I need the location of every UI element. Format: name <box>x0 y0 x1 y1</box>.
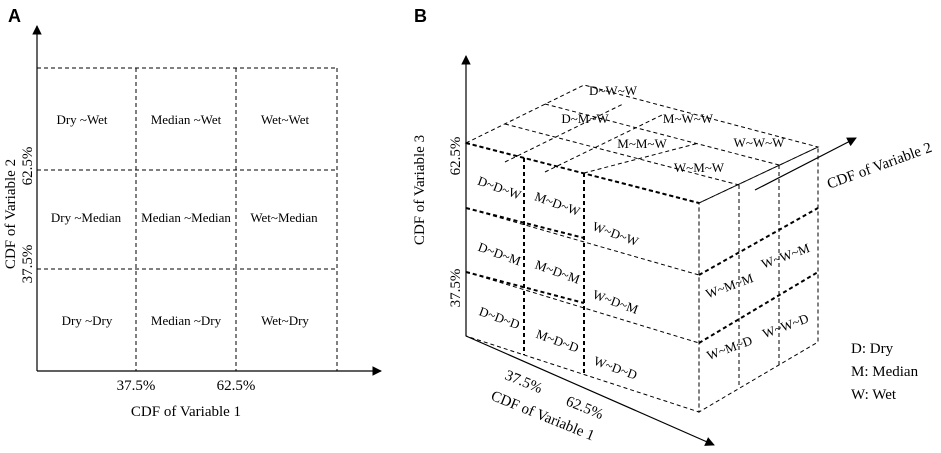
cell-wet-median: Wet~Median <box>250 210 318 225</box>
x-tick-37: 37.5% <box>117 378 156 394</box>
cell-median-dry: Median ~Dry <box>151 313 222 328</box>
axis2-title: CDF of Variable 2 <box>825 140 934 193</box>
top-label-m-m-w: M~M~W <box>617 136 667 151</box>
x-tick-62: 62.5% <box>217 378 256 394</box>
front-label-w-d-m: W~D~M <box>591 287 641 317</box>
cell-dry-median: Dry ~Median <box>51 210 122 225</box>
cell-dry-dry: Dry ~Dry <box>62 313 113 328</box>
side-label-w-m-d: W~M~D <box>705 333 755 363</box>
top-label-w-w-w: W~W~W <box>734 135 786 150</box>
side-label-w-w-d: W~W~D <box>760 311 810 342</box>
front-label-d-d-d: D~D~D <box>477 304 522 333</box>
y-tick-62: 62.5% <box>20 147 36 186</box>
y-axis-title: CDF of Variable 2 <box>3 159 19 269</box>
front-label-w-d-w: W~D~W <box>590 219 641 250</box>
cell-median-wet: Median ~Wet <box>151 112 222 127</box>
axis1-tick-37: 37.5% <box>503 368 545 397</box>
top-label-w-m-w: W~M~W <box>674 160 725 175</box>
side-label-w-m-m: W~M~M <box>704 270 756 301</box>
cell-median-median: Median ~Median <box>141 210 231 225</box>
panel-b-axis-2 <box>754 137 857 191</box>
axis3-tick-37: 37.5% <box>448 269 464 308</box>
panel-b-label: B <box>414 6 427 26</box>
cell-wet-wet: Wet~Wet <box>261 112 310 127</box>
panel-b: B <box>412 6 934 446</box>
axis1-title: CDF of Variable 1 <box>488 388 596 444</box>
legend: D: Dry M: Median W: Wet <box>851 341 919 403</box>
front-label-w-d-d: W~D~D <box>592 353 640 383</box>
axis3-title: CDF of Variable 3 <box>412 135 428 245</box>
cell-wet-dry: Wet~Dry <box>261 313 309 328</box>
y-tick-37: 37.5% <box>20 245 36 284</box>
legend-median: M: Median <box>851 364 919 380</box>
cube-side-face <box>583 142 819 413</box>
side-label-w-w-m: W~W~M <box>759 240 812 271</box>
x-axis-title: CDF of Variable 1 <box>131 404 241 420</box>
top-label-d-m-w: D~M~W <box>561 111 609 126</box>
cell-dry-wet: Dry ~Wet <box>56 112 107 127</box>
legend-dry: D: Dry <box>851 341 894 357</box>
panel-a-label: A <box>8 6 21 26</box>
panel-b-axis-1 <box>465 335 715 446</box>
legend-wet: W: Wet <box>851 387 897 403</box>
top-label-m-w-w: M~W~W <box>663 111 714 126</box>
front-label-m-d-d: M~D~D <box>534 326 581 355</box>
panel-a-grid <box>37 67 338 371</box>
front-label-m-d-w: M~D~W <box>533 189 583 220</box>
panel-a: A Dry ~Wet Median ~Wet Wet~Wet Dry ~Medi… <box>3 6 382 420</box>
axis3-tick-62: 62.5% <box>448 137 464 176</box>
front-label-m-d-m: M~D~M <box>533 257 582 287</box>
front-label-d-d-m: D~D~M <box>476 239 523 268</box>
front-label-d-d-w: D~D~W <box>476 173 524 203</box>
top-label-d-w-w: D~W~W <box>589 83 638 98</box>
